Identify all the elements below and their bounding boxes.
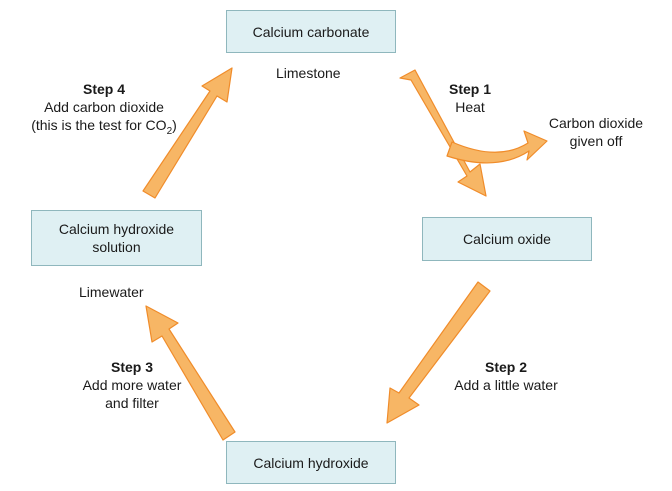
step3-title: Step 3 xyxy=(110,359,153,375)
step4-label: Step 4 Add carbon dioxide (this is the t… xyxy=(14,80,194,141)
label-limestone-text: Limestone xyxy=(276,65,341,81)
arrow-carbon-dioxide-branch xyxy=(446,130,548,164)
arrow-step2-add-little-water xyxy=(386,281,491,424)
step1-label: Step 1 Heat xyxy=(440,80,500,116)
label-carbon-dioxide-line-1: Carbon dioxide xyxy=(548,115,644,131)
label-limestone: Limestone xyxy=(276,64,341,82)
label-carbon-dioxide-given-off: Carbon dioxide given off xyxy=(536,114,656,150)
step4-line-1: Add carbon dioxide xyxy=(44,99,164,115)
step3-line-1: Add more water xyxy=(82,377,182,393)
label-limewater: Limewater xyxy=(79,283,144,301)
arrow-step4-add-carbon-dioxide xyxy=(142,67,233,199)
label-limewater-text: Limewater xyxy=(79,284,144,300)
arrow-step3-add-more-water xyxy=(145,305,236,441)
step2-line-1: Add a little water xyxy=(454,377,558,393)
arrow-step1-heat xyxy=(399,69,487,197)
step4-test-suffix: ) xyxy=(172,117,177,133)
box-calcium-hydroxide: Calcium hydroxide xyxy=(226,441,396,484)
step1-title: Step 1 xyxy=(448,81,491,97)
step2-title: Step 2 xyxy=(484,359,527,375)
box-calcium-hydroxide-solution: Calcium hydroxide solution xyxy=(31,210,202,266)
box-calcium-carbonate-label: Calcium carbonate xyxy=(252,23,370,40)
label-carbon-dioxide-line-2: given off xyxy=(569,133,623,149)
step4-title: Step 4 xyxy=(82,81,125,97)
step4-test-line: (this is the test for CO2) xyxy=(14,116,194,141)
step3-line-2: and filter xyxy=(105,395,159,411)
box-calcium-hydroxide-label: Calcium hydroxide xyxy=(253,454,369,471)
box-calcium-oxide-label: Calcium oxide xyxy=(463,231,551,247)
step4-test-prefix: (this is the test for CO xyxy=(31,117,167,133)
step2-label: Step 2 Add a little water xyxy=(436,358,576,394)
step4-test-subscript: 2 xyxy=(166,125,173,137)
box-calcium-oxide: Calcium oxide xyxy=(422,217,592,261)
box-calcium-carbonate: Calcium carbonate xyxy=(226,10,396,53)
box-calcium-hydroxide-solution-line-2: solution xyxy=(92,239,141,255)
box-calcium-hydroxide-solution-line-1: Calcium hydroxide xyxy=(58,221,175,237)
step3-label: Step 3 Add more water and filter xyxy=(72,358,192,412)
step1-line-1: Heat xyxy=(455,99,485,115)
